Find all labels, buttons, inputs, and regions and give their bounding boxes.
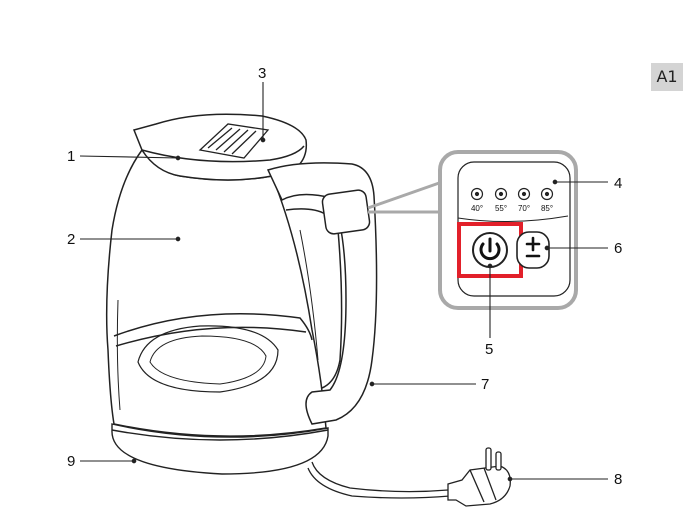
callout-7: 7 xyxy=(481,376,489,393)
power-button xyxy=(472,232,508,268)
leader-lines xyxy=(79,82,608,482)
plug xyxy=(447,447,511,507)
zoom-connector xyxy=(367,180,443,214)
lid-release-button xyxy=(198,123,270,159)
callout-3: 3 xyxy=(258,65,266,82)
temp-label-55: 55° xyxy=(495,204,507,213)
plus-minus-button xyxy=(516,231,550,269)
plus-minus-icon xyxy=(525,236,541,258)
callout-9: 9 xyxy=(67,453,75,470)
callout-6: 6 xyxy=(614,240,622,257)
page-badge: A1 xyxy=(651,63,683,91)
temperature-leds xyxy=(470,187,554,201)
callout-5: 5 xyxy=(485,341,493,358)
temp-label-85: 85° xyxy=(541,204,553,213)
power-cord xyxy=(307,461,451,499)
base-unit xyxy=(111,423,329,475)
power-icon xyxy=(479,237,501,261)
callout-2: 2 xyxy=(67,231,75,248)
handle xyxy=(266,162,378,425)
callout-1: 1 xyxy=(67,148,75,165)
callout-8: 8 xyxy=(614,471,622,488)
temperature-labels: 40° 55° 70° 85° xyxy=(471,204,553,213)
temp-label-40: 40° xyxy=(471,204,483,213)
callout-numbers: 1 2 3 4 5 6 7 8 9 xyxy=(67,65,622,488)
callout-4: 4 xyxy=(614,175,622,192)
temp-label-70: 70° xyxy=(518,204,530,213)
